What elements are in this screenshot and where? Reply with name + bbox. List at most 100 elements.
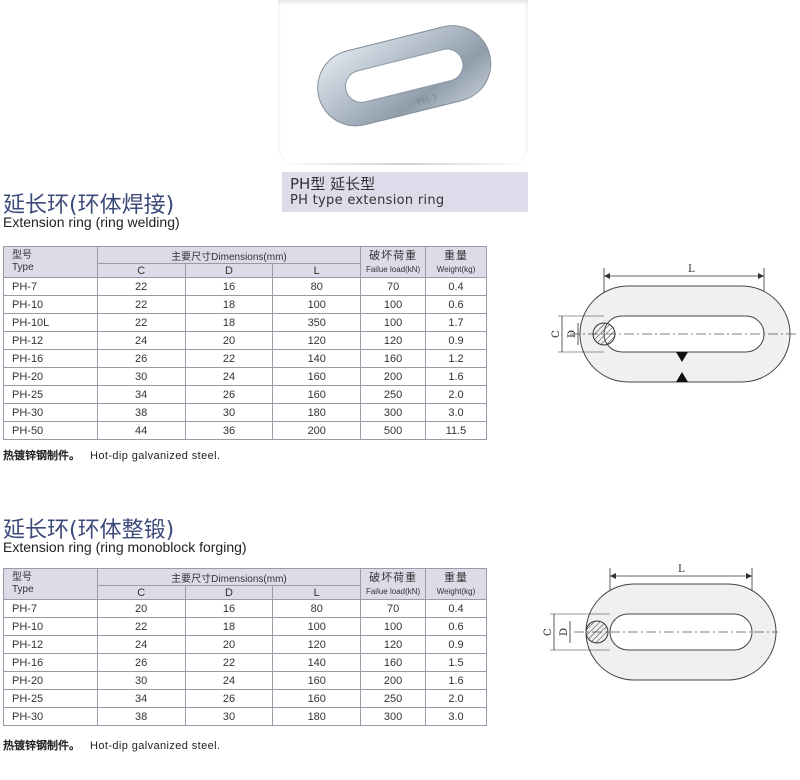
cell-type: PH-50 [3, 421, 98, 440]
cell-c: 34 [96, 689, 186, 708]
cell-type: PH-20 [3, 367, 98, 386]
cell-type: PH-16 [3, 349, 98, 368]
header-l: L [272, 263, 362, 278]
cell-weight: 0.9 [425, 635, 487, 654]
header-weight: 重量 Weight(kg) [425, 246, 487, 278]
cell-failure-load: 160 [360, 653, 427, 672]
cell-d: 18 [184, 313, 274, 332]
cell-l: 160 [272, 367, 362, 386]
diagram-2-d-label: D [559, 628, 570, 636]
cell-d: 18 [184, 617, 274, 636]
cell-failure-load: 300 [360, 707, 427, 726]
cell-d: 20 [184, 635, 274, 654]
cell-weight: 1.2 [425, 349, 487, 368]
cell-failure-load: 200 [360, 367, 427, 386]
section-2-subtitle: Extension ring (ring monoblock forging) [3, 539, 247, 555]
cell-d: 30 [184, 403, 274, 422]
section-1-title: 延长环(环体焊接) [3, 193, 175, 218]
diagram-1-c-label: C [551, 330, 562, 338]
section-2-title: 延长环(环体整锻) [3, 518, 175, 543]
header-weight: 重量 Weight(kg) [425, 568, 487, 600]
cell-weight: 0.6 [425, 617, 487, 636]
cell-type: PH-7 [3, 277, 98, 296]
cell-failure-load: 160 [360, 349, 427, 368]
cell-weight: 1.6 [425, 671, 487, 690]
cell-c: 22 [96, 277, 186, 296]
cell-failure-load: 100 [360, 617, 427, 636]
cell-l: 180 [272, 403, 362, 422]
cell-c: 44 [96, 421, 186, 440]
cell-type: PH-30 [3, 707, 98, 726]
cell-l: 80 [272, 277, 362, 296]
diagram-2-c-label: C [543, 628, 554, 636]
cell-failure-load: 250 [360, 689, 427, 708]
cell-c: 34 [96, 385, 186, 404]
cell-c: 30 [96, 367, 186, 386]
section-2-note: 热镀锌钢制件。Hot-dip galvanized steel. [3, 739, 221, 752]
header-l: L [272, 585, 362, 600]
section-2-dimension-diagram: L C D [543, 564, 778, 681]
section-2-spec-table: 型号 Type 主要尺寸Dimensions(mm) 破坏荷重 Failue l… [3, 568, 487, 726]
cell-c: 30 [96, 671, 186, 690]
cell-type: PH-10 [3, 617, 98, 636]
cell-type: PH-16 [3, 653, 98, 672]
cell-weight: 1.5 [425, 653, 487, 672]
cell-weight: 2.0 [425, 689, 487, 708]
cell-failure-load: 120 [360, 331, 427, 350]
extension-ring-photo: PH-7 [317, 25, 492, 127]
cell-l: 160 [272, 385, 362, 404]
cell-type: PH-25 [3, 689, 98, 708]
cell-type: PH-10 [3, 295, 98, 314]
diagram-1-l-label: L [688, 264, 695, 275]
cell-weight: 0.4 [425, 599, 487, 618]
section-1-subtitle: Extension ring (ring welding) [3, 214, 180, 230]
cell-l: 160 [272, 671, 362, 690]
cell-c: 26 [96, 349, 186, 368]
cell-weight: 1.6 [425, 367, 487, 386]
cell-weight: 0.6 [425, 295, 487, 314]
cell-c: 20 [96, 599, 186, 618]
header-d: D [184, 263, 274, 278]
header-d: D [184, 585, 274, 600]
caption-english: PH type extension ring [290, 193, 445, 208]
cell-c: 38 [96, 707, 186, 726]
caption-chinese: PH型 延长型 [290, 175, 376, 193]
section-1-dimension-diagram: L C D [551, 264, 798, 383]
cell-c: 24 [96, 635, 186, 654]
cell-l: 120 [272, 331, 362, 350]
cell-l: 80 [272, 599, 362, 618]
header-failure-load: 破坏荷重 Failue load(kN) [360, 246, 427, 278]
cell-failure-load: 300 [360, 403, 427, 422]
cell-d: 36 [184, 421, 274, 440]
cell-c: 38 [96, 403, 186, 422]
cell-d: 26 [184, 385, 274, 404]
header-type: 型号 Type [3, 246, 98, 278]
cell-failure-load: 100 [360, 295, 427, 314]
cell-c: 24 [96, 331, 186, 350]
cell-weight: 0.4 [425, 277, 487, 296]
cell-failure-load: 500 [360, 421, 427, 440]
cell-weight: 3.0 [425, 403, 487, 422]
header-dimensions: 主要尺寸Dimensions(mm) [96, 246, 362, 264]
cell-weight: 11.5 [425, 421, 487, 440]
cell-l: 140 [272, 653, 362, 672]
cell-c: 26 [96, 653, 186, 672]
cell-d: 16 [184, 277, 274, 296]
cell-c: 22 [96, 617, 186, 636]
cell-type: PH-7 [3, 599, 98, 618]
cell-type: PH-12 [3, 635, 98, 654]
cell-failure-load: 250 [360, 385, 427, 404]
header-type: 型号 Type [3, 568, 98, 600]
cell-d: 26 [184, 689, 274, 708]
